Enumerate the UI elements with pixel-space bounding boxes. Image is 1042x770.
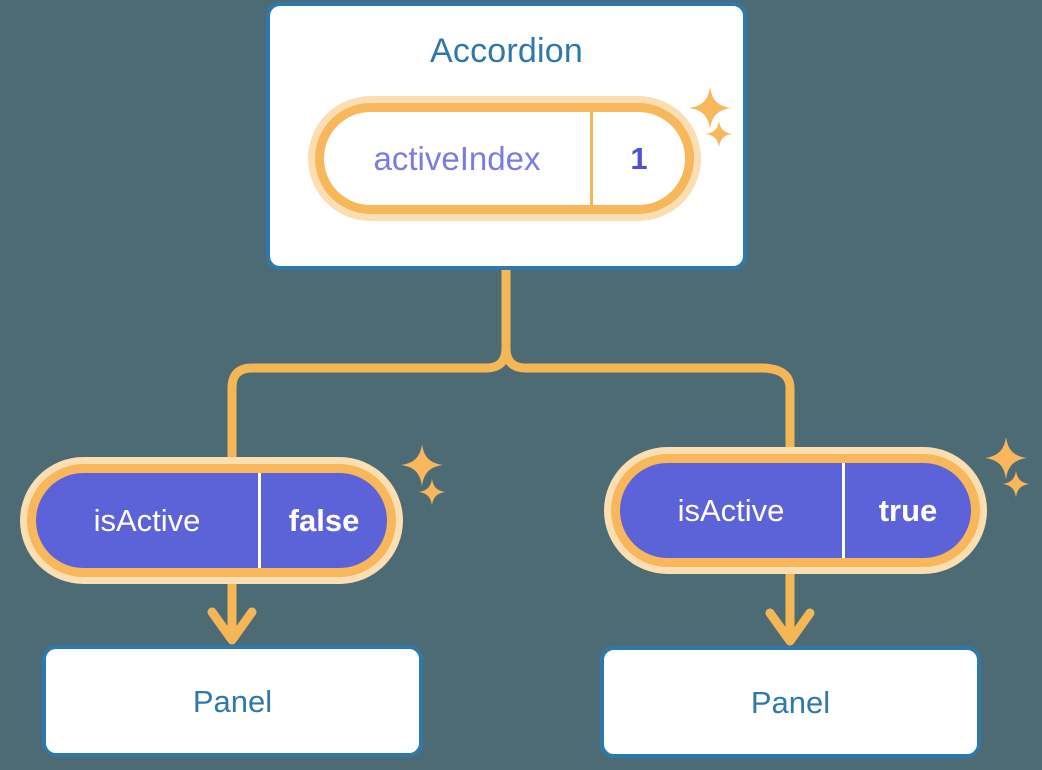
pill-inner: isActive true [620,463,971,558]
connector-right-branch [501,265,795,457]
state-key-label: isActive [620,463,845,558]
state-pill-is-active-false[interactable]: isActive false [20,457,403,584]
sparkle-icon [984,436,1028,480]
state-pill-active-index[interactable]: activeIndex 1 [308,96,701,221]
sparkle-small-icon [418,478,446,506]
state-key-label: isActive [36,473,261,568]
state-value-label: 1 [630,141,648,176]
panel-card-left[interactable]: Panel [42,645,423,757]
pill-ring: activeIndex 1 [315,103,694,214]
state-value-label: false [288,503,360,538]
state-key-label: activeIndex [324,112,593,205]
state-value-label: true [878,493,938,528]
pill-inner: activeIndex 1 [324,112,685,205]
arrow-down-icon [207,577,257,645]
sparkle-icon [400,443,444,487]
connector-left-branch [227,265,511,467]
pill-ring: isActive true [611,454,980,567]
panel-title: Panel [750,684,831,720]
panel-card-right[interactable]: Panel [600,646,981,758]
arrow-down-icon [765,567,815,646]
state-pill-is-active-true[interactable]: isActive true [604,447,987,574]
sparkle-small-icon [1002,470,1030,498]
pill-inner: isActive false [36,473,387,568]
pill-ring: isActive false [27,464,396,577]
panel-title: Panel [192,683,273,719]
page-title: Accordion [430,32,583,70]
